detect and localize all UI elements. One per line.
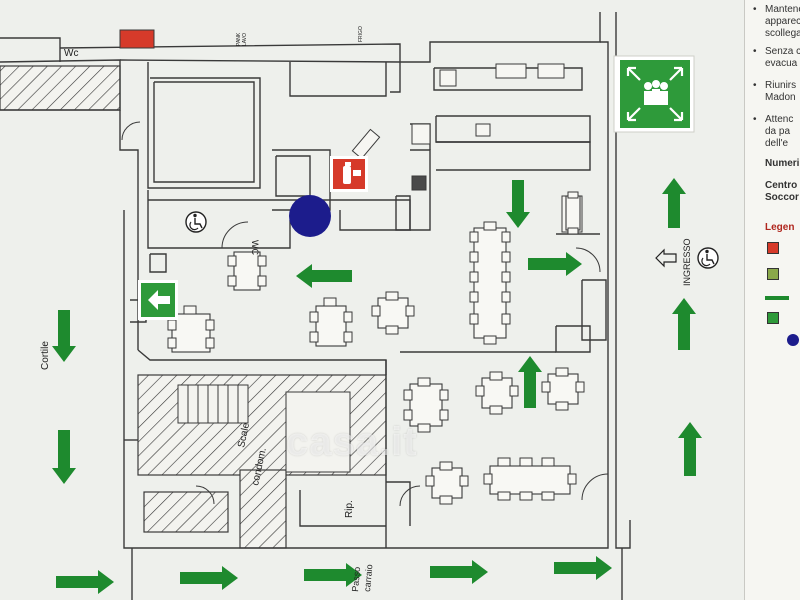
arrow-right-icon (56, 570, 114, 594)
label-rip: Rip. (344, 500, 355, 518)
legend-centro-1: Centro (765, 180, 798, 191)
legend-text: scollega (765, 28, 800, 39)
walls (0, 12, 631, 600)
label-ingresso: INGRESSO (682, 238, 692, 286)
arrow-down-icon (52, 430, 76, 484)
legend-text: Riunirs (765, 80, 797, 91)
label-scale-1: Scale (236, 421, 252, 448)
legend-title: Legen (765, 222, 795, 233)
label-pank-2: LAVO (242, 33, 248, 46)
emergency-exit-sign (138, 280, 178, 320)
watermark: casa.it (286, 420, 418, 464)
legend-text: apparec (765, 16, 800, 27)
hatched-neighbor-top-left (0, 65, 121, 111)
legend-text: dell'e (765, 138, 789, 149)
stair-steps (177, 384, 351, 473)
legend-swatch-arrow (765, 296, 789, 300)
label-passo-2: carraio (362, 564, 374, 592)
label-pank-1: PANK (236, 32, 242, 46)
arrow-right-icon (180, 566, 238, 590)
legend-text: Mantene (765, 4, 800, 15)
emergency-exit-icon (148, 290, 170, 310)
legend-text: evacua (765, 58, 798, 69)
accessible-icon (697, 247, 719, 269)
label-wc-top: Wc (64, 48, 78, 59)
legend-text: Madon (765, 92, 796, 103)
arrow-up-icon (518, 356, 542, 408)
arrow-up-icon (662, 178, 686, 228)
legend-bullet: • (753, 80, 757, 91)
legend-text: Senza c (765, 46, 800, 57)
escape-arrows (52, 178, 702, 594)
arrow-right-icon (304, 563, 362, 587)
arrow-right-icon (554, 556, 612, 580)
label-frigo: FRIGO (358, 26, 364, 42)
chairs (167, 191, 585, 505)
arrow-up-icon (678, 422, 702, 476)
arrow-down-icon (506, 180, 530, 228)
arrow-up-icon (672, 298, 696, 350)
legend-text: Attenc (765, 114, 794, 125)
hatched-stair-lower (239, 469, 287, 549)
assembly-point-icon (626, 66, 684, 122)
legend-swatch-fire (767, 242, 779, 254)
ingresso-arrow-icon (655, 248, 677, 268)
legend-numeri: Numeri (765, 158, 800, 169)
legend-bullet: • (753, 4, 757, 15)
legend-text: da pa (765, 126, 791, 137)
assembly-marker (289, 195, 331, 237)
accessible-icon (185, 211, 207, 233)
label-wc-inner: WC (250, 240, 260, 255)
fire-extinguisher-icon (343, 162, 361, 184)
legend-swatch-assembly (767, 312, 779, 324)
legend-swatch-blue-dot (787, 334, 799, 346)
hatched-corner-lower-left (143, 491, 229, 533)
arrow-left-icon (296, 264, 352, 288)
legend-bullet: • (753, 114, 757, 125)
arrow-right-icon (528, 252, 582, 276)
legend-bullet: • (753, 46, 757, 57)
arrow-right-icon (430, 560, 488, 584)
fire-extinguisher-sign (330, 156, 368, 192)
label-cortile: Cortile (40, 341, 51, 370)
arrow-down-icon (52, 310, 76, 362)
legend-swatch-exit (767, 268, 779, 280)
label-passo-1: Passo (350, 566, 362, 592)
legend-centro-2: Soccor (765, 192, 799, 203)
assembly-point-sign (613, 55, 695, 133)
door-arcs (121, 121, 609, 507)
legend-panel: • Mantene apparec scollega • Senza c eva… (744, 0, 800, 600)
